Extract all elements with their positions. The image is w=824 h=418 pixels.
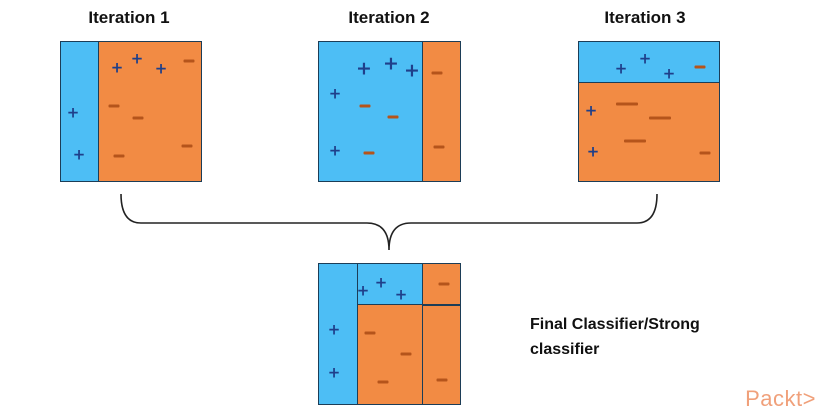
minus-sign [438, 282, 450, 286]
iteration-2-title: Iteration 2 [348, 8, 430, 27]
minus-sign [363, 151, 375, 155]
negative-region [422, 264, 460, 404]
minus-sign [387, 115, 399, 119]
final-classifier-caption: Final Classifier/Strong classifier [530, 312, 770, 362]
minus-sign [181, 144, 193, 148]
iteration-1-panel: + + + + + [60, 41, 202, 182]
plus-sign: + [383, 52, 399, 75]
minus-sign [183, 59, 195, 63]
minus-sign [616, 102, 638, 106]
plus-sign: + [72, 145, 86, 164]
negative-region [423, 42, 460, 181]
plus-sign: + [638, 49, 652, 68]
positive-region [319, 264, 358, 404]
minus-sign [624, 139, 646, 143]
plus-sign: + [374, 273, 388, 292]
minus-sign [694, 65, 706, 69]
minus-sign [113, 154, 125, 158]
minus-sign [400, 352, 412, 356]
plus-sign: + [586, 142, 600, 161]
iteration-3-title: Iteration 3 [604, 8, 686, 27]
plus-sign: + [327, 320, 341, 339]
negative-region [579, 83, 719, 181]
plus-sign: + [404, 59, 420, 82]
plus-sign: + [66, 103, 80, 122]
plus-sign: + [614, 59, 628, 78]
negative-region [99, 42, 201, 181]
plus-sign: + [110, 58, 124, 77]
minus-sign [377, 380, 389, 384]
minus-sign [108, 104, 120, 108]
minus-sign [699, 151, 711, 155]
cell-border [422, 304, 460, 306]
negative-region [358, 305, 422, 404]
caption-line-1: Final Classifier/Strong [530, 316, 700, 333]
minus-sign [359, 104, 371, 108]
caption-line-2: classifier [530, 341, 600, 358]
final-classifier-panel: + + + + + [318, 263, 461, 405]
positive-region [358, 264, 422, 305]
iteration-1-title: Iteration 1 [88, 8, 170, 27]
minus-sign [436, 378, 448, 382]
plus-sign: + [328, 141, 342, 160]
positive-region [61, 42, 99, 181]
plus-sign: + [154, 59, 168, 78]
plus-sign: + [584, 101, 598, 120]
plus-sign: + [662, 64, 676, 83]
minus-sign [132, 116, 144, 120]
plus-sign: + [327, 363, 341, 382]
plus-sign: + [356, 281, 370, 300]
plus-sign: + [394, 285, 408, 304]
iteration-3-panel: + + + + + [578, 41, 720, 182]
positive-region [579, 42, 719, 83]
minus-sign [431, 71, 443, 75]
positive-region [319, 42, 423, 181]
minus-sign [364, 331, 376, 335]
minus-sign [649, 116, 671, 120]
plus-sign: + [356, 57, 372, 80]
minus-sign [433, 145, 445, 149]
plus-sign: + [328, 84, 342, 103]
brace-path [120, 193, 658, 251]
iteration-2-panel: + + + + + [318, 41, 461, 182]
packt-logo: Packt> [745, 386, 816, 411]
plus-sign: + [130, 49, 144, 68]
